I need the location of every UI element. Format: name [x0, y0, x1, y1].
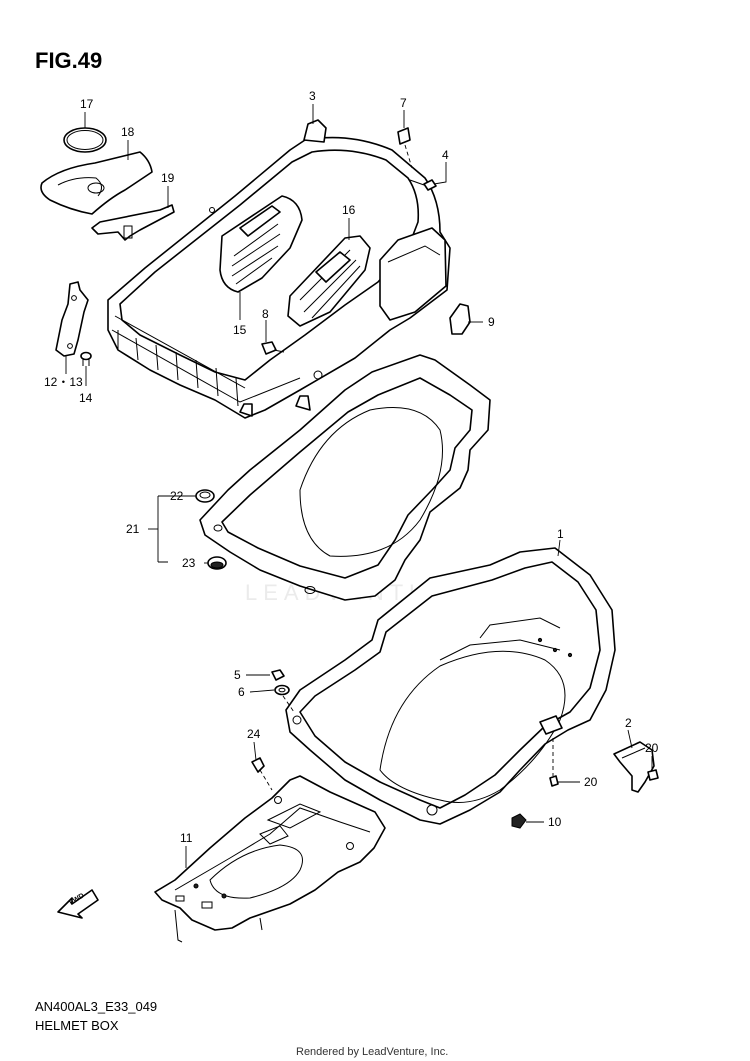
part-10-nut: [511, 813, 527, 829]
callouts: 17 18 19 3 7 4 16 15 8 9 12・13 14 22 21 …: [44, 89, 659, 845]
fwd-arrow-icon: FWD: [57, 889, 99, 919]
callout-3: 3: [309, 89, 316, 103]
callout-15: 15: [233, 323, 247, 337]
callout-16: 16: [342, 203, 356, 217]
part-12-13-bracket: [55, 281, 89, 357]
callout-11: 11: [180, 831, 193, 845]
part-6-washer: [274, 684, 290, 696]
model-code: AN400AL3_E33_049: [35, 999, 157, 1014]
callout-14: 14: [79, 391, 93, 405]
part-8-screw: [261, 341, 285, 355]
part-19-strap: [91, 204, 175, 241]
callout-23: 23: [182, 556, 196, 570]
callout-21: 21: [126, 522, 140, 536]
part-1-storage-box: [285, 547, 616, 825]
leader-24-dash: [259, 769, 273, 791]
callout-22: 22: [170, 489, 184, 503]
part-14-bolt: [80, 351, 92, 366]
part-7-clip: [397, 127, 411, 145]
part-16-latch: [287, 235, 371, 327]
part-23-grommet: [207, 556, 227, 570]
callout-10: 10: [548, 815, 562, 829]
part-5-bolt: [271, 669, 285, 681]
callout-2: 2: [625, 716, 632, 730]
figure-title: FIG.49: [35, 48, 102, 73]
rendered-by: Rendered by LeadVenture, Inc.: [296, 1046, 448, 1058]
part-21-tray: [199, 354, 491, 601]
callout-4: 4: [442, 148, 449, 162]
leader-lines: [65, 104, 653, 868]
callout-5: 5: [234, 668, 241, 682]
part-4-screw: [409, 179, 437, 191]
part-22-grommet: [195, 489, 215, 503]
leader-6-dash: [282, 695, 295, 713]
part-15-vent-grille: [219, 195, 303, 293]
part-3-helmet-box-housing: [107, 119, 451, 419]
callout-12-13: 12・13: [44, 375, 83, 389]
part-11-under-cover: [154, 775, 386, 943]
callout-7: 7: [400, 96, 407, 110]
callout-18: 18: [121, 125, 135, 139]
part-9-clip: [449, 303, 471, 335]
part-17-oring: [63, 127, 107, 153]
part-18-lid: [40, 151, 153, 215]
part-20-screw-b: [549, 775, 559, 787]
callout-19: 19: [161, 171, 175, 185]
section-name: HELMET BOX: [35, 1018, 119, 1033]
callout-20-lower: 20: [584, 775, 598, 789]
callout-17: 17: [80, 97, 94, 111]
part-24-clip: [251, 757, 265, 773]
part-2-side-cover: [613, 741, 655, 793]
callout-24: 24: [247, 727, 261, 741]
callout-20-upper: 20: [645, 741, 659, 755]
callout-8: 8: [262, 307, 269, 321]
callout-1: 1: [557, 527, 564, 541]
callout-6: 6: [238, 685, 245, 699]
callout-9: 9: [488, 315, 495, 329]
part-20-screw-a: [647, 769, 659, 781]
